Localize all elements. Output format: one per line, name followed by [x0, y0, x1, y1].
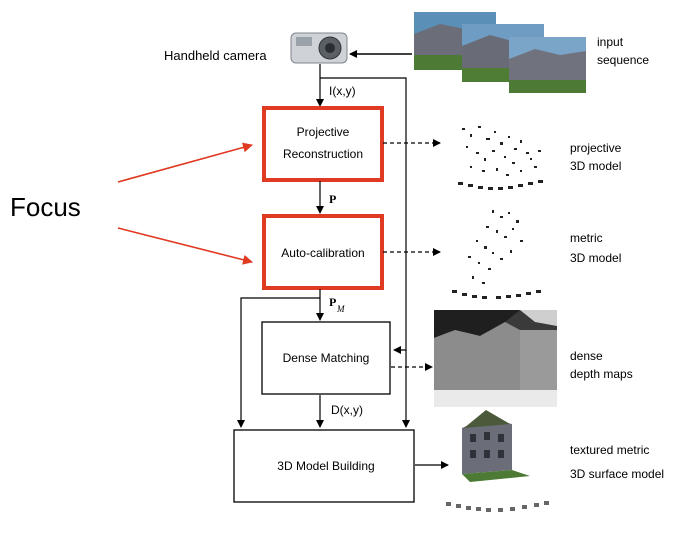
projective-box-line1: Projective — [297, 125, 350, 139]
output-dense-line1: dense — [570, 349, 603, 363]
signal-pm: P — [329, 295, 336, 309]
input-label-line2: sequence — [597, 53, 649, 67]
output-textured-line1: textured metric — [570, 443, 649, 457]
focus-label: Focus — [10, 192, 81, 222]
projective-reconstruction-box — [262, 106, 384, 182]
signal-pm-sub: M — [336, 304, 345, 314]
projective-box-line2: Reconstruction — [283, 147, 363, 161]
autocal-to-model-line — [237, 297, 320, 428]
model-building-box — [233, 429, 415, 503]
focus-arrow-bottom — [117, 227, 253, 265]
output-textured-line2: 3D surface model — [570, 467, 664, 481]
dense-box-label: Dense Matching — [283, 351, 370, 365]
output-dense-line2: depth maps — [570, 367, 633, 381]
focus-arrow-top — [117, 142, 253, 183]
input-sequence-images — [414, 12, 586, 93]
signal-p: P — [329, 192, 336, 206]
output-projective-line2: 3D model — [570, 159, 621, 173]
camera-label: Handheld camera — [164, 48, 267, 63]
output-metric-line2: 3D model — [570, 251, 621, 265]
depth-map-image — [434, 310, 557, 407]
signal-dxy: D(x,y) — [331, 403, 363, 417]
output-metric-line1: metric — [570, 231, 603, 245]
auto-calibration-box — [262, 214, 384, 290]
projective-point-cloud — [458, 126, 543, 190]
camera-icon — [290, 32, 348, 64]
signal-ixy: I(x,y) — [329, 84, 356, 98]
metric-point-cloud — [452, 210, 541, 299]
model-box-label: 3D Model Building — [277, 459, 374, 473]
camera-to-dense-bypass — [320, 77, 407, 354]
autocal-box-label: Auto-calibration — [281, 246, 364, 260]
dense-matching-box — [261, 321, 391, 395]
input-label-line1: input — [597, 35, 624, 49]
output-projective-line1: projective — [570, 141, 622, 155]
textured-model-image — [446, 410, 549, 512]
